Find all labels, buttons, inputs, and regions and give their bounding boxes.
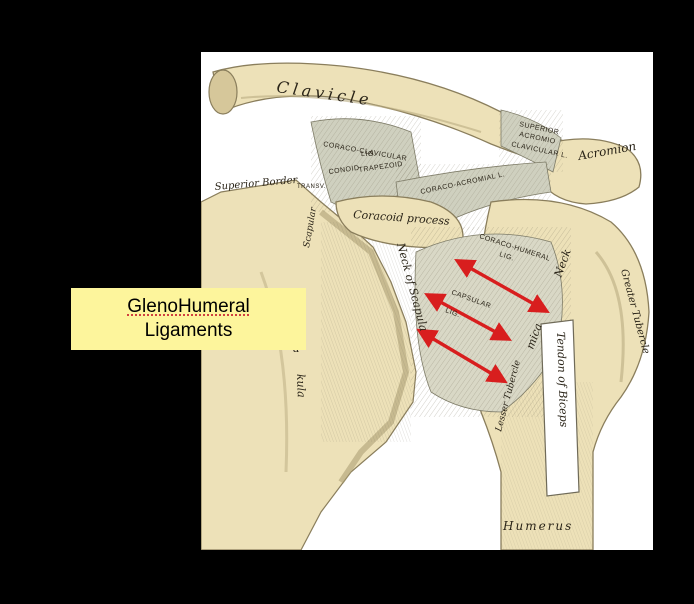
shoulder-joint-illustration: Clavicle SUPERIOR ACROMIO CLAVICULAR L. … [201, 62, 651, 550]
label-humerus: Humerus [502, 519, 573, 533]
biceps-tendon [540, 319, 580, 497]
label-coraco-humeral-lig: LIG. [498, 251, 515, 262]
label-transverse: TRANSV. [297, 184, 326, 190]
inferior-gh-arrow [416, 328, 508, 384]
acromioclavicular-ligament [499, 109, 563, 173]
glenohumeral-ligaments-callout: GlenoHumeral Ligaments [71, 288, 306, 350]
callout-line-2: Ligaments [144, 320, 233, 341]
callout-line-1: GlenoHumeral [127, 296, 250, 317]
label-coraco-clavicular-lig: LIG. [361, 151, 376, 158]
label-conoid: CONOID [328, 165, 360, 176]
label-tendon-of-biceps: Tendon of Biceps [554, 332, 570, 428]
anatomy-figure-panel: Clavicle SUPERIOR ACROMIO CLAVICULAR L. … [201, 52, 653, 550]
label-scapula-fragment: kula [294, 374, 308, 398]
superior-gh-arrow [454, 258, 550, 314]
label-capsular-lig: LIG. [444, 307, 461, 319]
ligament-arrows [416, 258, 550, 384]
